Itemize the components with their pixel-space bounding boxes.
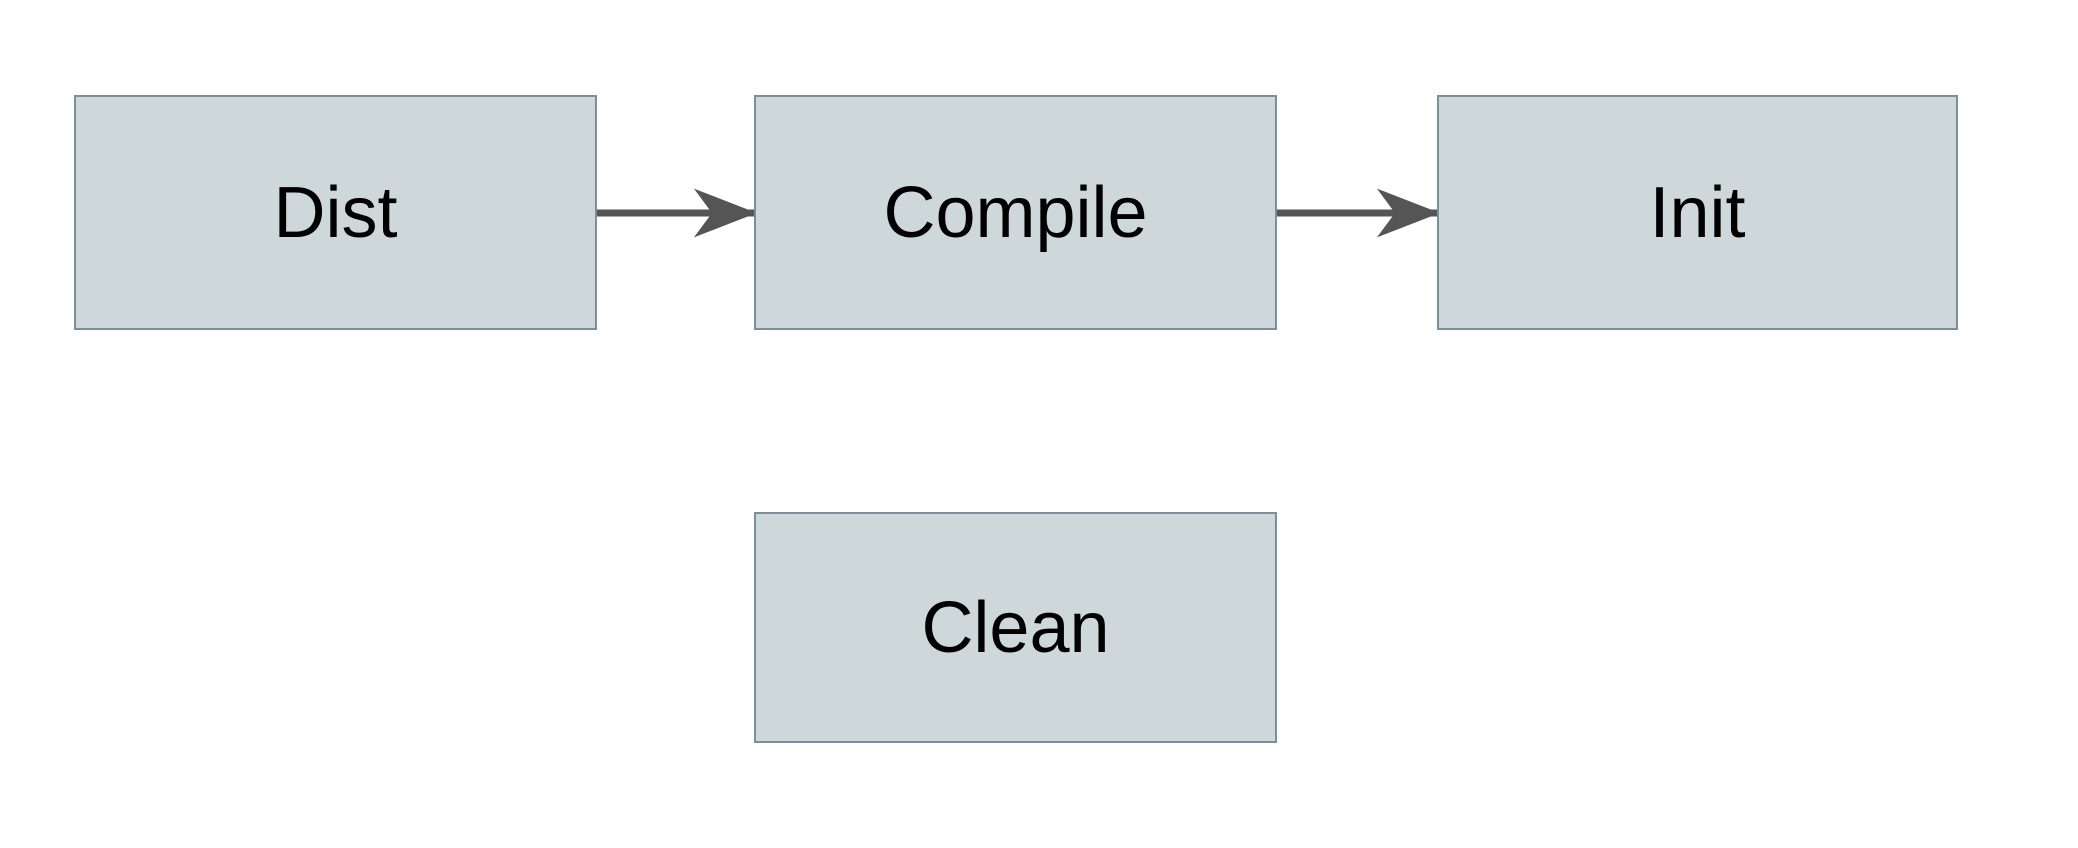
node-init-label: Init [1649, 172, 1746, 253]
node-dist-label: Dist [273, 172, 398, 253]
node-clean-label: Clean [921, 587, 1110, 668]
node-dist[interactable]: Dist [74, 95, 597, 330]
node-compile-label: Compile [883, 172, 1148, 253]
node-init[interactable]: Init [1437, 95, 1958, 330]
node-clean[interactable]: Clean [754, 512, 1277, 743]
node-compile[interactable]: Compile [754, 95, 1277, 330]
